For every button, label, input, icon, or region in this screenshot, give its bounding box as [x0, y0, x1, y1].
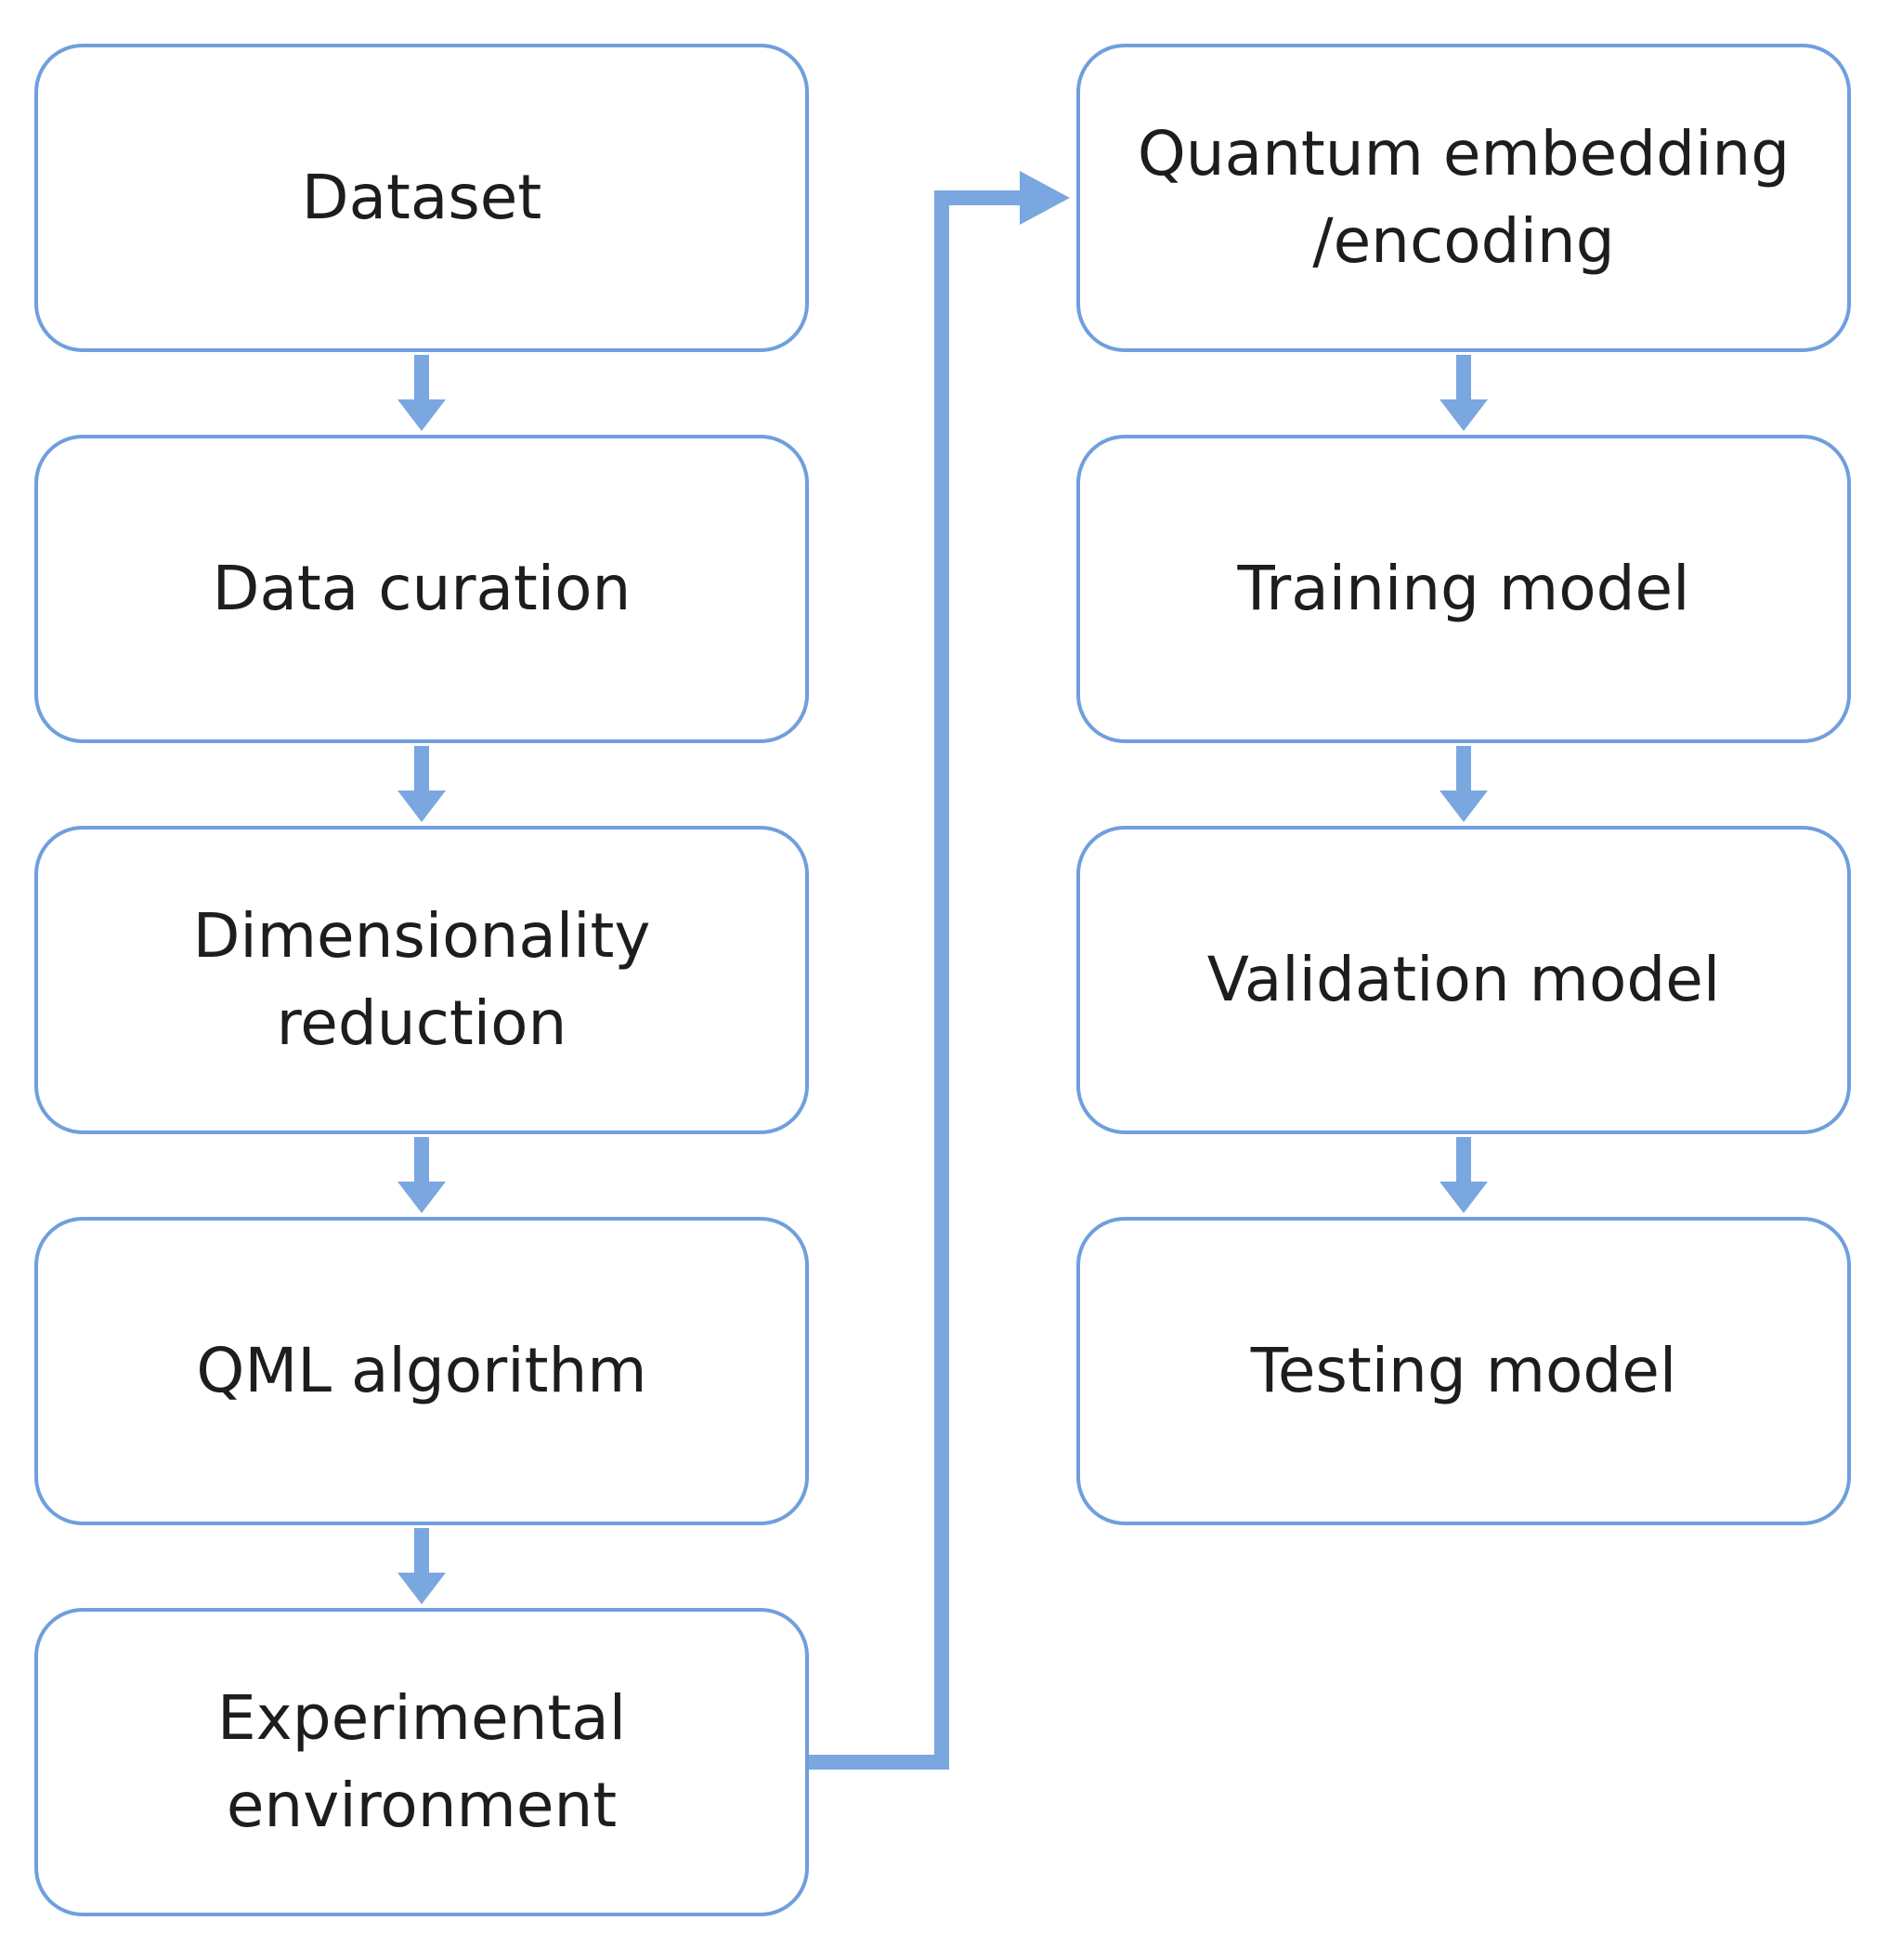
arrow-curation-to-dimensionality — [397, 746, 446, 822]
step-testing-model: Testing model — [1076, 1217, 1851, 1525]
arrow-dimensionality-to-qml — [397, 1137, 446, 1213]
arrow-dataset-to-curation — [397, 355, 446, 431]
step-data-curation: Data curation — [34, 435, 809, 743]
arrow-qml-to-environment — [397, 1528, 446, 1604]
arrow-environment-to-embedding — [809, 171, 1070, 1770]
step-quantum-embedding: Quantum embedding /encoding — [1076, 44, 1851, 352]
step-training-model: Training model — [1076, 435, 1851, 743]
step-qml-algorithm: QML algorithm — [34, 1217, 809, 1525]
step-dimensionality-reduction: Dimensionality reduction — [34, 826, 809, 1134]
step-dataset: Dataset — [34, 44, 809, 352]
step-validation-model: Validation model — [1076, 826, 1851, 1134]
arrow-training-to-validation — [1440, 746, 1488, 822]
arrow-validation-to-testing — [1440, 1137, 1488, 1213]
step-experimental-environment: Experimental environment — [34, 1608, 809, 1916]
arrow-embedding-to-training — [1440, 355, 1488, 431]
